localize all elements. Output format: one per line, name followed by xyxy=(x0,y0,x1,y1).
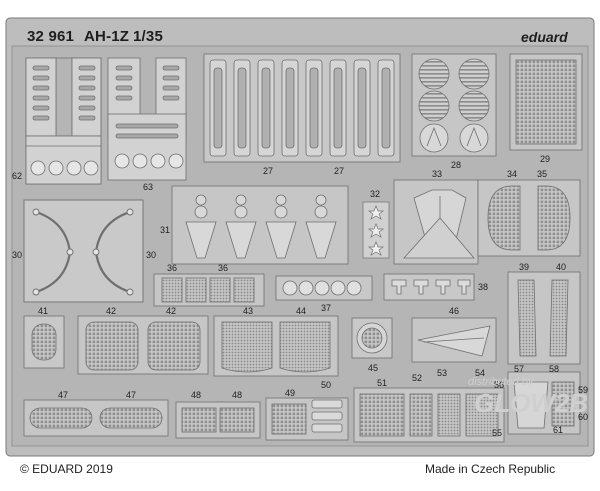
part-number: 57 xyxy=(514,364,525,374)
part-number: 48 xyxy=(232,390,243,400)
part-49-50 xyxy=(265,397,349,441)
part-number: 40 xyxy=(556,262,567,272)
part-number: 30 xyxy=(12,250,23,260)
part-number: 35 xyxy=(537,169,548,179)
part-32 xyxy=(362,201,390,259)
copyright-text: © EDUARD 2019 xyxy=(20,462,113,476)
part-38 xyxy=(383,273,475,301)
part-29 xyxy=(509,53,583,151)
brand-logo: eduard xyxy=(521,29,568,45)
part-number: 56 xyxy=(494,380,505,390)
part-number: 38 xyxy=(478,282,489,292)
part-number: 41 xyxy=(38,306,49,316)
part-number: 52 xyxy=(412,373,423,383)
part-number: 48 xyxy=(191,390,202,400)
part-number: 47 xyxy=(58,390,69,400)
part-number: 37 xyxy=(321,303,332,313)
part-number: 47 xyxy=(126,390,137,400)
part-number: 30 xyxy=(146,250,157,260)
part-number: 45 xyxy=(368,363,379,373)
part-34-35 xyxy=(477,179,581,257)
part-31 xyxy=(171,185,349,265)
part-number: 33 xyxy=(432,169,443,179)
part-number: 53 xyxy=(437,368,448,378)
part-number: 49 xyxy=(285,388,296,398)
origin-text: Made in Czech Republic xyxy=(425,462,556,476)
part-number: 43 xyxy=(243,306,254,316)
part-51-56 xyxy=(353,387,505,443)
part-number: 42 xyxy=(166,306,177,316)
part-number: 51 xyxy=(377,378,388,388)
part-46 xyxy=(411,317,497,363)
part-41 xyxy=(23,315,65,369)
part-27 xyxy=(203,53,401,163)
part-number: 62 xyxy=(12,171,23,181)
part-62 xyxy=(25,57,102,185)
part-number: 63 xyxy=(143,182,154,192)
part-number: 34 xyxy=(507,169,518,179)
part-number: 36 xyxy=(167,263,178,273)
scale-label: 1/35 xyxy=(133,28,163,45)
part-number: 29 xyxy=(540,154,551,164)
part-28 xyxy=(411,53,497,157)
part-number: 60 xyxy=(578,412,589,422)
part-42 xyxy=(77,315,209,375)
part-number: 59 xyxy=(578,385,589,395)
distributor-watermark: distributed by xyxy=(468,376,534,388)
distributor-logo: GLOW2B xyxy=(474,388,589,418)
part-number: 36 xyxy=(218,263,229,273)
part-number: 28 xyxy=(451,160,462,170)
set-code: 32 961 xyxy=(27,28,75,45)
part-39-40 xyxy=(507,271,581,365)
part-33 xyxy=(393,179,479,265)
part-57-61 xyxy=(507,371,581,435)
part-number: 32 xyxy=(370,189,381,199)
part-number: 54 xyxy=(475,368,486,378)
part-number: 27 xyxy=(263,166,274,176)
part-48 xyxy=(175,401,261,439)
model-name: AH-1Z xyxy=(84,28,130,45)
part-number: 44 xyxy=(296,306,307,316)
part-number: 31 xyxy=(160,225,171,235)
part-30 xyxy=(23,199,144,303)
part-number: 39 xyxy=(519,262,530,272)
part-number: 27 xyxy=(334,166,345,176)
part-47 xyxy=(23,399,169,437)
part-number: 50 xyxy=(321,380,332,390)
part-43-44 xyxy=(213,315,339,377)
part-number: 46 xyxy=(449,306,460,316)
part-number: 61 xyxy=(553,425,564,435)
part-number: 42 xyxy=(106,306,117,316)
part-45 xyxy=(351,317,393,359)
part-number: 58 xyxy=(549,364,560,374)
part-37 xyxy=(275,275,373,301)
part-63 xyxy=(107,57,187,181)
part-number: 55 xyxy=(492,428,503,438)
part-36 xyxy=(153,273,265,307)
